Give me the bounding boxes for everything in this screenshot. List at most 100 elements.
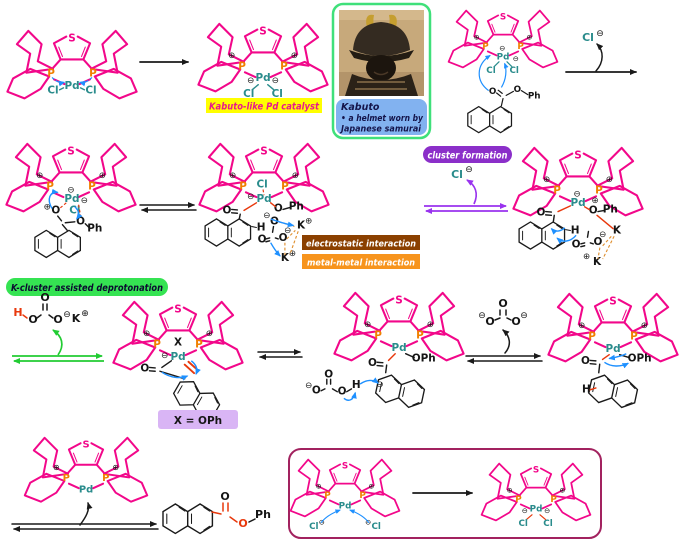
orange-dashes: [597, 234, 615, 260]
structure-acyl-oph-carbanion: Pd O OPh ⊖ ⊖ O O O H: [305, 293, 463, 411]
electron-arrow: [51, 77, 66, 87]
charge-minus: ⊖: [596, 29, 604, 39]
bonds: [544, 210, 553, 217]
red-bond: [557, 205, 572, 213]
atom-oph: OPh: [412, 352, 436, 364]
atom-k: K: [72, 312, 81, 325]
chloride-dissociation-2: Cl ⊖: [424, 165, 508, 214]
bonds: [580, 230, 594, 248]
atom-o: O: [28, 313, 37, 326]
charge-minus: ⊖: [478, 311, 486, 321]
electron-arrow: [478, 54, 491, 92]
bonds: [565, 229, 571, 232]
atom-pd: Pd: [605, 343, 620, 355]
electron-arrow: [320, 509, 341, 524]
atom-o: O: [279, 232, 288, 244]
structure-kabuto-catalyst: ⊖ Pd ⊖ Cl Cl: [198, 24, 327, 100]
kabuto-photo: [339, 10, 424, 96]
atom-o: O: [312, 385, 321, 397]
atom-ph: Ph: [603, 204, 618, 216]
helmet-shoulders: [345, 74, 418, 96]
label-electrostatic: electrostatic interaction: [302, 235, 420, 250]
helmet-dome: [353, 22, 410, 56]
label-text: Kabuto-like Pd catalyst: [209, 102, 320, 113]
bonds: [346, 388, 353, 393]
charge-plus: ⊕: [81, 309, 89, 319]
charge-minus: ⊖: [513, 54, 519, 63]
label-text: K-cluster assisted deprotonation: [11, 283, 163, 294]
atom-o: O: [368, 357, 377, 369]
electron-arrow: [48, 188, 59, 209]
atom-h: H: [571, 224, 580, 236]
red-bond: [22, 314, 28, 319]
atom-ph: Ph: [255, 508, 271, 521]
charge-plus: ⊕: [305, 217, 312, 227]
atom-h: H: [257, 221, 266, 233]
structure-ester-coordination: ⊖ Pd ⊖ Cl Cl O O Ph: [449, 11, 558, 134]
atom-o: O: [270, 216, 279, 228]
atom-o: O: [258, 234, 267, 246]
atom-o: O: [581, 355, 590, 367]
atom-pd: Pd: [64, 193, 79, 205]
charge-minus: ⊖: [67, 185, 74, 195]
atom-o: O: [511, 315, 520, 328]
bonds: [58, 87, 86, 91]
electron-arrow: [190, 360, 201, 375]
atom-o: O: [223, 204, 232, 216]
bonds: [493, 61, 513, 68]
charge-plus: ⊕: [583, 252, 590, 262]
electron-arrow: [550, 227, 566, 235]
atom-cl: Cl: [47, 85, 58, 97]
atom-pd: Pd: [256, 193, 271, 205]
label-bg: [423, 146, 512, 163]
charge-minus: ⊖: [284, 226, 291, 236]
red-bond: [387, 352, 396, 362]
atom-o: O: [76, 216, 85, 228]
atom-cl: Cl: [371, 522, 380, 532]
kabuto-caption-bubble: [336, 99, 427, 135]
atom-o: O: [220, 490, 229, 503]
bonds: [230, 208, 239, 214]
atom-oph: OPh: [628, 352, 652, 364]
electron-arrow: [78, 77, 93, 87]
bonds: [495, 89, 529, 107]
charge-minus: ⊖: [465, 165, 473, 175]
equilibrium-arrow-row3-left: [12, 329, 104, 364]
bonds: [494, 309, 512, 321]
label-metal-metal: metal-metal interaction: [302, 254, 420, 269]
charge-minus: ⊖: [520, 311, 528, 321]
structure-pdcl2-neutral: Pd Cl Cl: [6, 29, 138, 100]
charge-minus: ⊖: [81, 196, 88, 206]
label-text: electrostatic interaction: [306, 240, 416, 250]
kabuto-caption-title: Kabuto: [341, 102, 380, 113]
atom-cl: Cl: [243, 88, 254, 100]
electron-arrow: [270, 242, 281, 257]
bonds: [251, 83, 275, 91]
kabuto-caption-line2: Japanese samurai: [339, 125, 422, 135]
atom-h: H: [352, 379, 361, 391]
label-text: X = OPh: [174, 415, 222, 427]
equilibrium-arrow-row3-mid: [257, 349, 303, 360]
atom-cl: Cl: [486, 66, 495, 76]
label-k-cluster: K-cluster assisted deprotonation: [6, 278, 168, 296]
atom-o: O: [40, 291, 49, 304]
bonds: [589, 359, 597, 365]
atom-ph: Ph: [289, 200, 304, 212]
bonds: [248, 518, 256, 523]
bonds: [282, 206, 291, 211]
atom-pd: Pd: [79, 485, 93, 496]
red-bond: [583, 206, 591, 211]
electron-arrow: [161, 371, 189, 381]
bonds: [36, 303, 54, 319]
bonds: [56, 215, 90, 232]
electron-arrow: [270, 218, 295, 228]
charge-minus: ⊖: [544, 506, 550, 515]
structure-kabuto-catalyst-regenerated: ⊖ Pd ⊖ Cl Cl: [482, 464, 591, 529]
atom-k: K: [613, 224, 622, 236]
charge-minus: ⊖: [499, 44, 505, 53]
label-x-definition: X = OPh: [158, 410, 238, 429]
atom-k: K: [281, 252, 290, 264]
bonds: [265, 225, 279, 243]
bonds: [320, 378, 338, 393]
